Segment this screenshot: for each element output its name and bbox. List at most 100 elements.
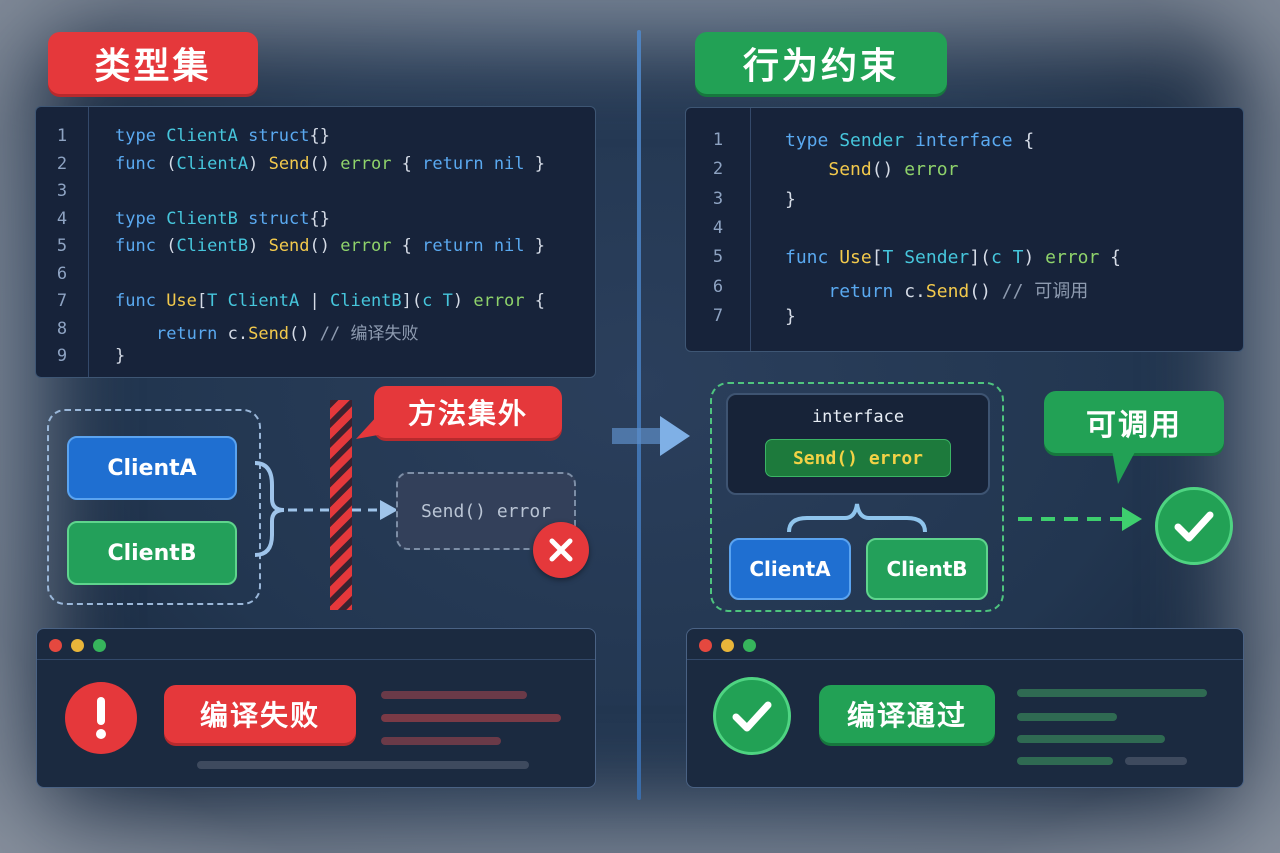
- type-set-group: [47, 409, 261, 605]
- code-line: return c.Send() // 编译失败: [115, 319, 419, 344]
- code-line: }: [785, 306, 796, 327]
- code-token: type: [785, 130, 840, 151]
- code-token: (: [166, 153, 177, 174]
- interface-keyword: interface: [811, 407, 905, 427]
- line-number: 6: [56, 263, 68, 284]
- left-brace-connector: [254, 461, 398, 557]
- line-number: 3: [56, 181, 68, 201]
- code-token: ): [1023, 247, 1046, 269]
- code-token: [785, 281, 828, 302]
- code-token: }: [115, 346, 126, 366]
- code-token: Send: [248, 323, 290, 344]
- error-x-icon: [533, 522, 589, 578]
- code-token: Send: [925, 280, 970, 302]
- code-token: ): [248, 153, 269, 174]
- code-line: type Sender interface {: [785, 130, 1034, 151]
- code-token: }: [524, 236, 546, 256]
- right-compile-window: 编译通过: [686, 628, 1244, 788]
- log-line: [381, 714, 561, 722]
- code-token: error: [1045, 247, 1100, 269]
- code-token: [785, 159, 828, 180]
- line-number: 8: [56, 318, 68, 339]
- window-titlebar: [687, 629, 1243, 660]
- code-token: ClientB: [176, 236, 249, 256]
- code-token: func: [115, 291, 167, 311]
- code-token: error: [340, 153, 392, 174]
- line-number: 5: [712, 247, 724, 268]
- code-token: func: [115, 236, 167, 256]
- line-number: 9: [56, 346, 68, 366]
- code-token: type: [115, 208, 167, 229]
- code-token: (: [166, 236, 177, 256]
- compile-failed-label: 编译失败: [164, 685, 356, 743]
- code-token: T ClientA: [207, 291, 300, 311]
- line-number: 7: [712, 305, 724, 326]
- code-token: error: [904, 159, 959, 181]
- close-dot: [49, 639, 62, 652]
- log-line: [197, 761, 529, 769]
- blocked-method-label: Send() error: [420, 500, 552, 522]
- line-number: 4: [56, 208, 68, 229]
- code-token: func: [785, 247, 840, 269]
- code-token: struct: [248, 126, 310, 146]
- code-token: return: [422, 236, 494, 256]
- line-number: 3: [712, 188, 724, 209]
- code-token: ClientA: [166, 126, 249, 146]
- code-token: }: [524, 153, 546, 174]
- code-token: return: [155, 323, 228, 344]
- code-token: ): [452, 291, 474, 311]
- code-token: }: [785, 305, 796, 327]
- code-line: return c.Send() // 可调用: [785, 277, 1088, 303]
- code-line: Send() error: [785, 159, 958, 180]
- error-alert-icon: [65, 682, 137, 754]
- code-token: struct: [248, 208, 310, 229]
- code-token: interface: [915, 130, 1013, 151]
- code-token: {: [524, 291, 546, 311]
- code-token: func: [115, 153, 167, 174]
- code-token: ](: [969, 247, 991, 269]
- code-line: }: [115, 346, 125, 366]
- right-gutter: [686, 108, 751, 351]
- line-number: 4: [712, 217, 724, 238]
- minimize-dot: [721, 639, 734, 652]
- callout-pointer: [1112, 450, 1136, 484]
- line-number: 5: [56, 236, 68, 256]
- success-arrow: [1018, 507, 1142, 531]
- code-token: return: [422, 153, 494, 174]
- line-number: 1: [712, 130, 724, 150]
- code-token: (): [289, 323, 320, 344]
- code-line: func Use[T Sender](c T) error {: [785, 247, 1121, 268]
- line-number: 7: [56, 291, 68, 311]
- close-dot: [699, 639, 712, 652]
- code-token: ](: [401, 291, 423, 311]
- code-token: {: [1012, 130, 1035, 151]
- code-line: func (ClientB) Send() error { return nil…: [115, 236, 545, 256]
- code-token: // 编译失败: [319, 323, 419, 344]
- code-token: ClientA: [176, 153, 249, 174]
- code-token: // 可调用: [1001, 280, 1089, 302]
- code-token: c.: [227, 323, 249, 344]
- code-token: ): [248, 236, 269, 256]
- code-token: {: [391, 236, 423, 256]
- line-number: 1: [56, 126, 68, 146]
- compile-success-icon: [713, 677, 791, 755]
- code-token: }: [785, 188, 796, 210]
- log-line: [1017, 689, 1207, 697]
- line-number: 2: [56, 153, 68, 174]
- code-token: type: [115, 126, 167, 146]
- code-token: (): [309, 236, 341, 256]
- maximize-dot: [743, 639, 756, 652]
- log-line: [1017, 735, 1165, 743]
- client-b-node: ClientB: [67, 521, 237, 585]
- code-token: (): [871, 159, 905, 181]
- code-token: (): [969, 280, 1002, 302]
- method-set-barrier: [330, 400, 352, 610]
- behavior-constraint-title: 行为约束: [695, 32, 947, 94]
- log-line: [1125, 757, 1187, 765]
- log-line: [1017, 757, 1113, 765]
- code-token: error: [473, 291, 525, 311]
- minimize-dot: [71, 639, 84, 652]
- code-token: c T: [990, 247, 1024, 269]
